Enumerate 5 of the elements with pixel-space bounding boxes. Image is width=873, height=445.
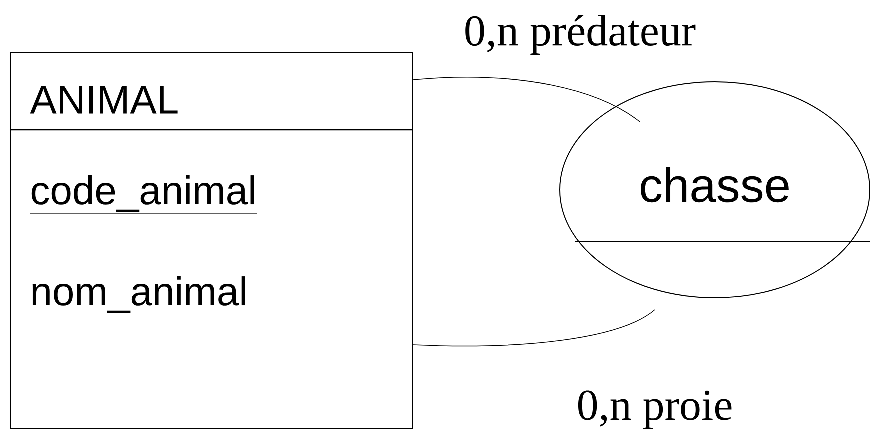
connector-line bbox=[412, 77, 640, 122]
cardinality-label: 0,n prédateur bbox=[462, 14, 698, 56]
connector-line bbox=[412, 310, 656, 347]
cardinality-label: 0,n proie bbox=[576, 390, 734, 430]
entity-box: ANIMAL code_animal nom_animal bbox=[10, 52, 414, 430]
